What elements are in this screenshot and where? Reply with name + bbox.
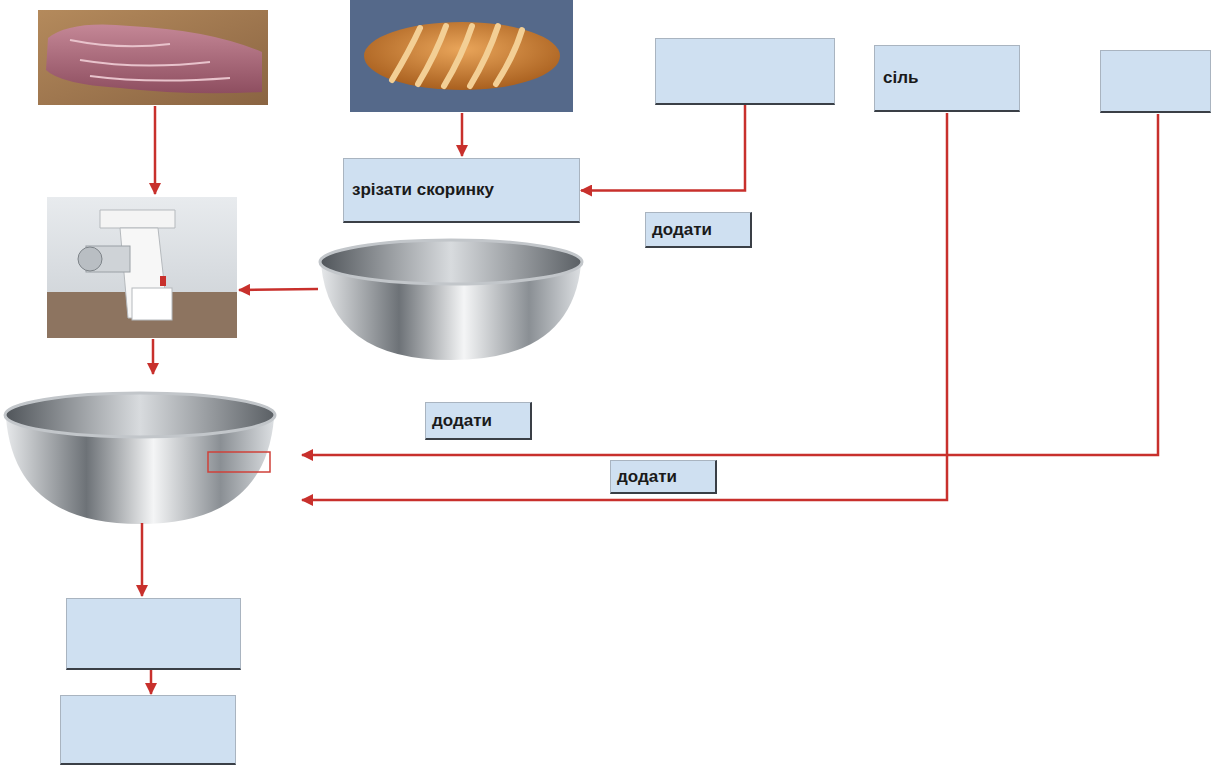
process-box: зрізати скоринку (343, 158, 580, 223)
process-box (66, 598, 241, 670)
meat-photo (38, 10, 268, 105)
process-box (1100, 50, 1211, 113)
bowl-photo (5, 393, 275, 524)
connector-arrow (150, 670, 153, 694)
arrow (154, 106, 157, 194)
note-label-text: додати (617, 467, 677, 487)
note-label: додати (610, 460, 717, 494)
edge-label-text: додати (652, 220, 712, 240)
arrow (302, 114, 1158, 455)
box-text: зрізати скоринку (352, 180, 494, 200)
bowl-photo (320, 240, 582, 360)
arrow (141, 523, 144, 596)
process-box: сіль (874, 45, 1020, 112)
connector-arrow (581, 105, 745, 191)
arrow (302, 113, 947, 500)
arrow (461, 113, 464, 156)
process-box (60, 695, 236, 765)
process-box (655, 38, 835, 105)
meat-grinder-photo (47, 197, 237, 338)
arrow (239, 289, 318, 290)
bread-photo (350, 0, 573, 112)
arrow (152, 339, 155, 374)
note-label-text: додати (432, 411, 492, 431)
red-frame (208, 452, 270, 472)
note-label: додати (425, 402, 532, 440)
box-text: сіль (883, 68, 918, 88)
edge-label: додати (645, 212, 752, 248)
